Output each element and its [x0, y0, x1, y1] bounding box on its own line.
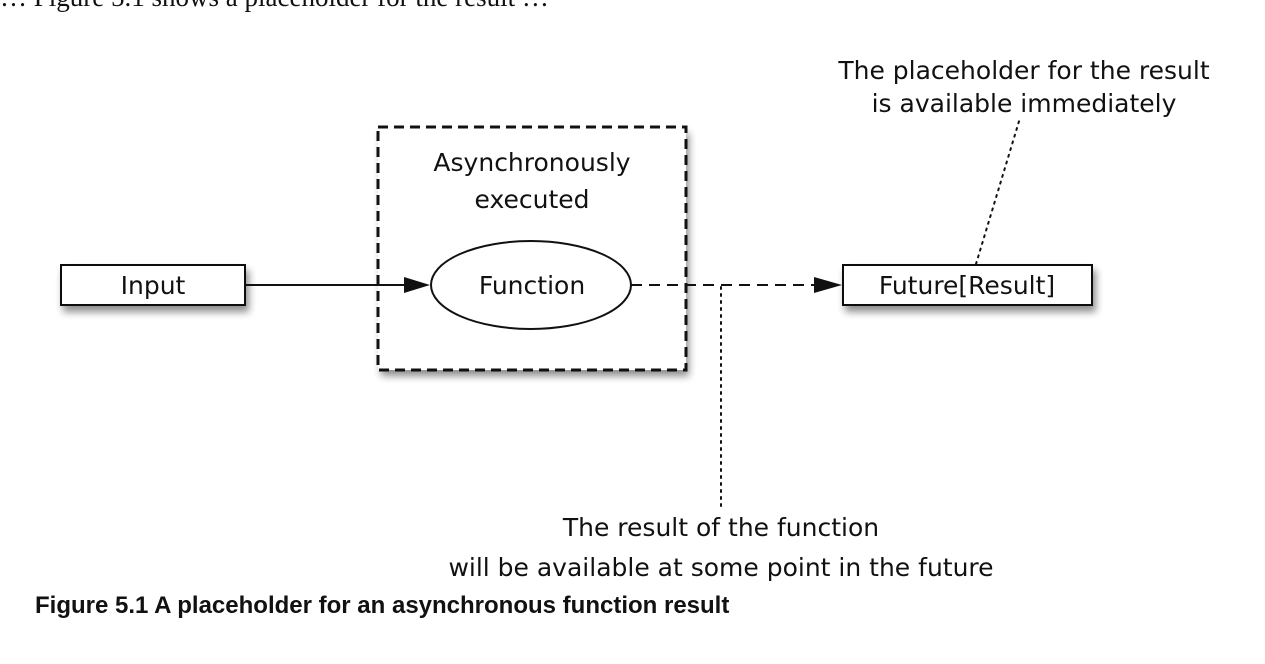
- figure-caption: Figure 5.1 A placeholder for an asynchro…: [35, 592, 730, 619]
- placeholder-leader-line: [975, 117, 1021, 265]
- placeholder-annotation-line2: is available immediately: [872, 89, 1177, 118]
- input-to-function-arrow: [245, 277, 430, 293]
- top-cut-off-text-region: … Figure 5.1 shows a placeholder for the…: [0, 0, 1265, 12]
- result-annotation-line2: will be available at some point in the f…: [448, 553, 993, 582]
- async-label-line2: executed: [475, 185, 590, 214]
- async-label-line1: Asynchronously: [433, 148, 630, 177]
- input-node: Input: [60, 264, 246, 306]
- function-to-future-arrow: [631, 277, 842, 293]
- input-label: Input: [121, 271, 186, 300]
- function-label: Function: [479, 271, 585, 300]
- top-cut-off-text: … Figure 5.1 shows a placeholder for the…: [0, 0, 549, 12]
- future-label: Future[Result]: [879, 271, 1055, 300]
- function-node: Function: [430, 240, 632, 330]
- placeholder-annotation-line1: The placeholder for the result: [837, 56, 1209, 85]
- result-annotation-line1: The result of the function: [562, 513, 879, 542]
- future-node: Future[Result]: [842, 264, 1093, 306]
